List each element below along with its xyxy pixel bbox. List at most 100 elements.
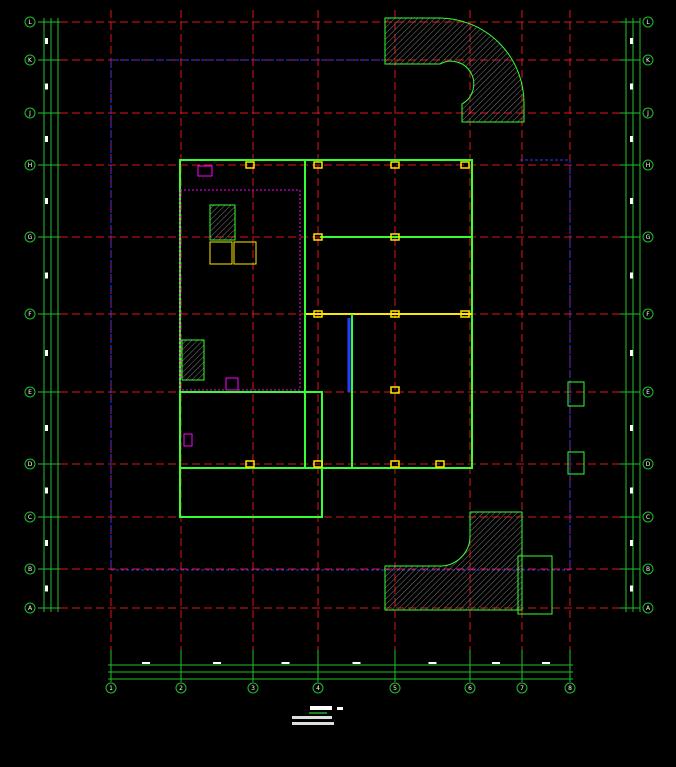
grid-bubble-B: B [24, 563, 36, 575]
grid-bubble-L: L [642, 16, 654, 28]
dimension-text-mark [492, 662, 500, 664]
bubble-label: L [28, 19, 32, 26]
grid-bubble-2: 2 [175, 682, 187, 694]
bubble-circle [24, 54, 36, 66]
bubble-label: E [646, 389, 650, 396]
grid-bubble-E: E [642, 386, 654, 398]
dimension-text-mark [45, 83, 48, 90]
dimension-text-mark [542, 662, 550, 664]
bubble-circle [24, 159, 36, 171]
bubble-label: 7 [520, 685, 524, 692]
bubble-circle [389, 682, 401, 694]
grid-bubble-D: D [24, 458, 36, 470]
bubble-circle [24, 308, 36, 320]
bubble-label: L [646, 19, 650, 26]
bubble-circle [24, 16, 36, 28]
bubble-circle [24, 602, 36, 614]
room-magenta-2 [225, 377, 239, 391]
dimension-text-mark [630, 487, 633, 494]
bubble-circle [642, 602, 654, 614]
structural-column [313, 310, 323, 318]
dimension-text-mark [630, 350, 633, 356]
dimension-text-mark [45, 425, 48, 431]
bubble-circle [247, 682, 259, 694]
bubble-circle [105, 682, 117, 694]
lower-block [179, 391, 323, 518]
bubble-label: G [28, 234, 33, 241]
structural-column [460, 310, 470, 318]
grid-bubble-K: K [642, 54, 654, 66]
grid-bubble-J: J [24, 107, 36, 119]
grid-bubble-1: 1 [105, 682, 117, 694]
structural-column [245, 460, 255, 468]
grid-bubble-E: E [24, 386, 36, 398]
grid-bubble-C: C [24, 511, 36, 523]
bubble-label: C [28, 514, 32, 521]
bubble-circle [564, 682, 576, 694]
structural-column [390, 161, 400, 169]
hatch-bottom-curve [384, 511, 523, 611]
grid-bubble-7: 7 [516, 682, 528, 694]
bubble-label: G [646, 234, 651, 241]
dimension-text-mark [45, 350, 48, 356]
bubble-label: K [28, 57, 33, 64]
elevator-1 [209, 241, 233, 265]
grid-bubble-H: H [24, 159, 36, 171]
bubble-circle [642, 107, 654, 119]
bubble-label: 1 [109, 685, 113, 692]
structural-column [313, 161, 323, 169]
hatched-areas [384, 17, 585, 615]
bubble-circle [642, 159, 654, 171]
bubble-label: H [28, 162, 33, 169]
structural-columns [245, 161, 470, 468]
grid-bubble-B: B [642, 563, 654, 575]
bubble-label: 2 [179, 685, 183, 692]
column-right-1 [567, 381, 585, 407]
bubble-circle [516, 682, 528, 694]
bubble-label: 4 [316, 685, 320, 692]
dimension-text-mark [352, 662, 361, 664]
structural-column [390, 233, 400, 241]
dimension-text-mark [213, 662, 221, 664]
dimension-text-mark [630, 540, 633, 546]
grid-bubble-A: A [24, 602, 36, 614]
grid-bubble-A: A [642, 602, 654, 614]
bubble-label: E [28, 389, 32, 396]
column-right-2 [567, 451, 585, 475]
structural-column [390, 310, 400, 318]
dimension-text-mark [281, 662, 290, 664]
core-area [179, 189, 301, 391]
dimension-text-mark [45, 272, 48, 279]
core-stairs-2 [209, 204, 236, 241]
dimension-text-mark [142, 662, 150, 664]
grid-bubble-8: 8 [564, 682, 576, 694]
grid-lines [38, 10, 640, 682]
elevator-2 [233, 241, 257, 265]
bubble-circle [464, 682, 476, 694]
dimension-text-mark [45, 198, 48, 204]
drawing-title-block [292, 706, 343, 725]
bubble-label: D [28, 461, 33, 468]
bubble-circle [175, 682, 187, 694]
building-outline [179, 159, 473, 518]
bubble-label: B [646, 566, 650, 573]
grid-bubble-H: H [642, 159, 654, 171]
grid-bubble-J: J [642, 107, 654, 119]
dimension-text-mark [45, 136, 48, 142]
bubble-circle [642, 54, 654, 66]
room-magenta-3 [183, 433, 193, 447]
bubble-label: F [646, 311, 650, 318]
grid-bubble-4: 4 [312, 682, 324, 694]
bubble-label: K [646, 57, 651, 64]
grid-bubble-5: 5 [389, 682, 401, 694]
stair-bottom-right [517, 555, 553, 615]
bubble-circle [24, 511, 36, 523]
dimension-text-mark [630, 83, 633, 90]
bubble-label: B [28, 566, 32, 573]
dimension-text-mark [630, 38, 633, 44]
dimension-text-mark [630, 425, 633, 431]
dimension-text-mark [630, 272, 633, 279]
bubble-circle [642, 16, 654, 28]
dimension-text-mark [428, 662, 437, 664]
